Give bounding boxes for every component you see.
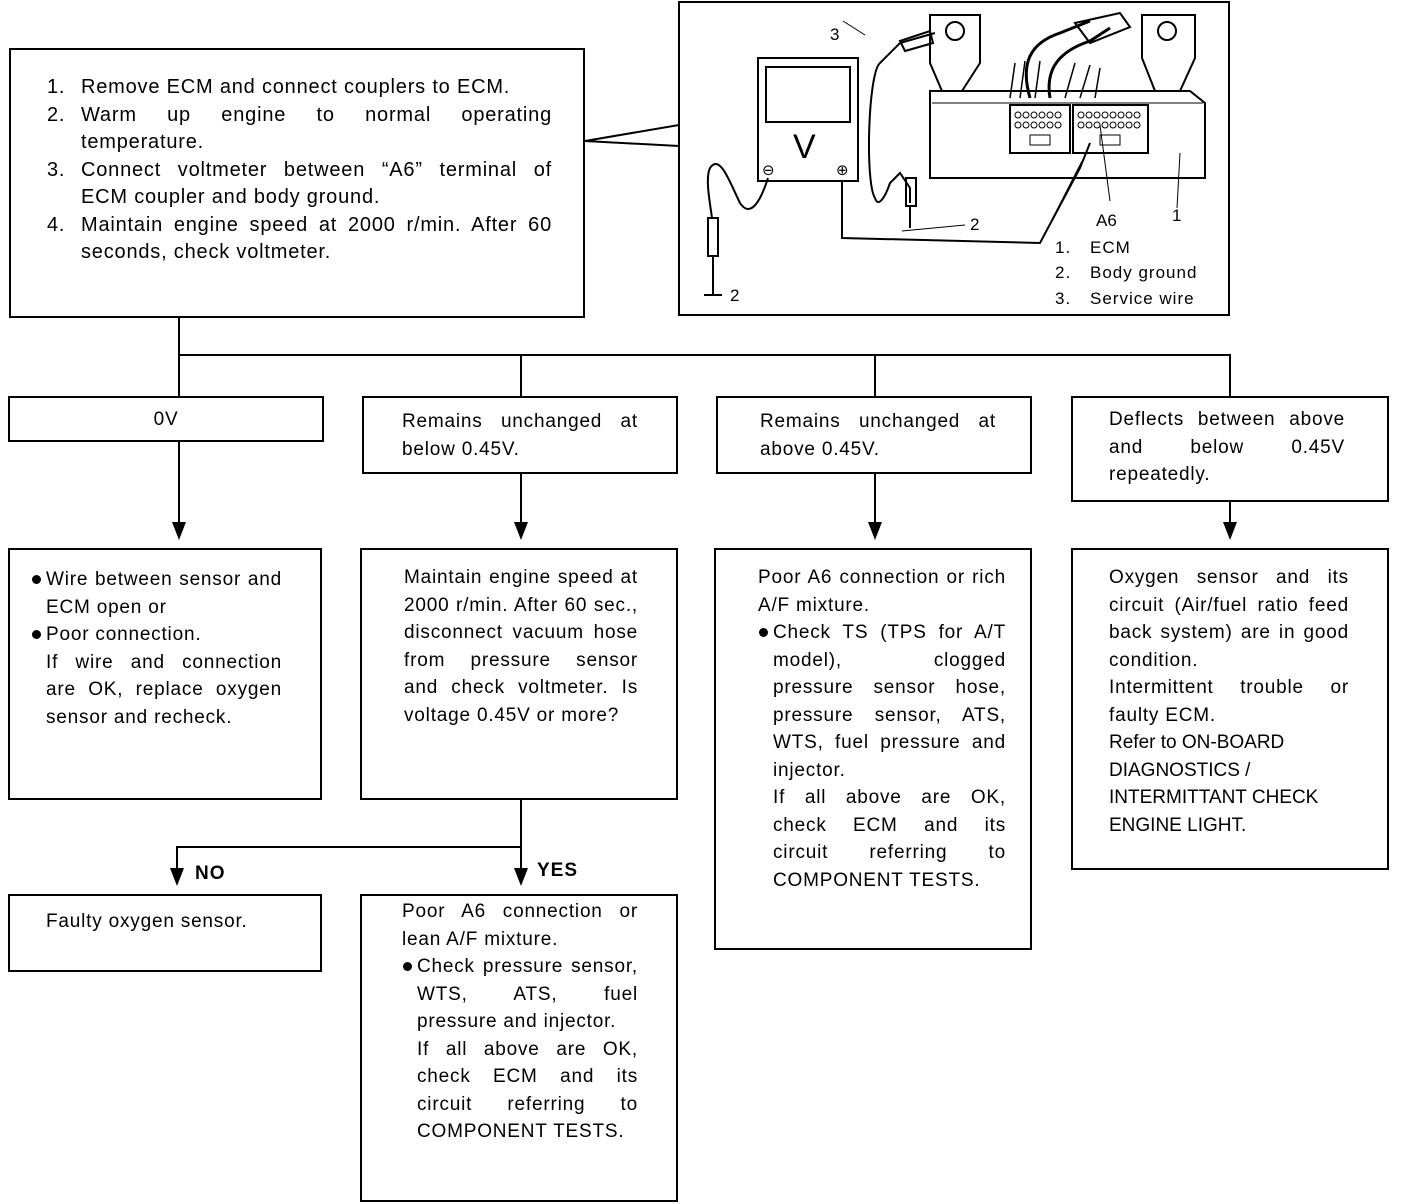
action-box-above: Poor A6 connection or rich A/F mixture. …	[714, 548, 1032, 950]
legend-label-1: ECM	[1090, 238, 1131, 257]
meter-symbol: V	[793, 128, 816, 166]
legend-num-1: 1.	[1055, 238, 1071, 257]
action-below-text: Maintain engine speed at 2000 r/min. Aft…	[404, 567, 638, 726]
arrow-1-head	[172, 522, 186, 540]
procedure-steps: 1.Remove ECM and connect couplers to ECM…	[47, 74, 552, 267]
callout-a6: A6	[1096, 211, 1117, 230]
arrow-1-shaft	[178, 442, 180, 524]
connector-drop-4	[1229, 354, 1231, 397]
no-result-box: Faulty oxygen sensor.	[8, 894, 322, 972]
action-0v-content: Wire between sensor and ECM open or Poor…	[32, 566, 282, 731]
action-above-intro: Poor A6 connection or rich A/F mixture.	[758, 567, 1006, 616]
action-0v-bullet-1: Wire between sensor and ECM open or	[31, 566, 282, 621]
branch-no-shaft	[176, 846, 178, 870]
connector-trunk	[178, 318, 180, 356]
arrow-2-head	[514, 522, 528, 540]
action-0v-bullet-2: Poor connection.	[31, 621, 282, 649]
connector-drop-3	[874, 354, 876, 397]
illustration-box: V ⊖ ⊕ 3 2 2 A6 1 1. ECM 2. Body ground 3…	[678, 1, 1230, 316]
action-0v-note: If wire and connection are OK, replace o…	[46, 651, 282, 728]
branch-no-head	[170, 868, 184, 886]
connector-drop-1	[178, 354, 180, 397]
coupler-b	[1072, 104, 1149, 154]
action-box-below: Maintain engine speed at 2000 r/min. Aft…	[360, 548, 678, 800]
result-below-text: Remains unchanged at below 0.45V.	[402, 411, 638, 460]
action-box-deflects: Oxygen sensor and its circuit (Air/fuel …	[1071, 548, 1389, 870]
legend-num-3: 3.	[1055, 289, 1071, 308]
branch-yes-shaft	[520, 846, 522, 870]
callout-3: 3	[830, 25, 839, 44]
yes-result-bullet: Check pressure sensor, WTS, ATS, fuel pr…	[402, 953, 638, 1036]
yes-result-content: Poor A6 connection or lean A/F mixture. …	[402, 898, 638, 1146]
branch-yes-label: YES	[537, 860, 579, 881]
branch-yes-head	[514, 868, 528, 886]
action-deflects-text2: Intermittent trouble or faulty ECM.	[1109, 677, 1349, 726]
coupler-a	[1009, 104, 1071, 154]
callout-wedge	[584, 124, 680, 147]
action-deflects-content: Oxygen sensor and its circuit (Air/fuel …	[1109, 564, 1349, 839]
action-above-content: Poor A6 connection or rich A/F mixture. …	[758, 564, 1006, 894]
arrow-3-head	[868, 522, 882, 540]
action-deflects-note: Refer to ON-BOARD DIAGNOSTICS / INTERMIT…	[1109, 732, 1319, 836]
branch-no-label: NO	[195, 863, 226, 884]
step-3: 3.Connect voltmeter between “A6” termina…	[47, 158, 552, 209]
branch-horizontal	[176, 846, 522, 848]
plus-terminal-icon: ⊕	[836, 162, 849, 179]
arrow-4-head	[1223, 522, 1237, 540]
procedure-box: 1.Remove ECM and connect couplers to ECM…	[9, 48, 585, 318]
voltmeter	[757, 57, 859, 182]
step-1: 1.Remove ECM and connect couplers to ECM…	[47, 76, 511, 98]
result-box-0v: 0V	[8, 396, 324, 442]
no-result-text: Faulty oxygen sensor.	[46, 911, 248, 932]
result-above-text: Remains unchanged at above 0.45V.	[760, 411, 996, 460]
step-2: 2.Warm up engine to normal operating tem…	[47, 103, 552, 154]
wiring-illustration: V ⊖ ⊕ 3 2 2 A6 1 1. ECM 2. Body ground 3…	[704, 11, 1206, 308]
callout-1: 1	[1172, 206, 1181, 225]
yes-result-note: If all above are OK, check ECM and its c…	[417, 1038, 638, 1143]
ecm-unit	[929, 90, 1206, 179]
connector-horizontal	[178, 354, 1231, 356]
action-deflects-text: Oxygen sensor and its circuit (Air/fuel …	[1109, 567, 1349, 671]
result-box-above: Remains unchanged at above 0.45V.	[716, 396, 1032, 474]
legend-num-2: 2.	[1055, 263, 1071, 282]
result-box-deflects: Deflects between above and below 0.45V r…	[1071, 396, 1389, 502]
arrow-3-shaft	[874, 474, 876, 524]
legend-label-2: Body ground	[1090, 263, 1197, 282]
callout-2-right: 2	[970, 215, 979, 234]
result-deflects-text: Deflects between above and below 0.45V r…	[1109, 409, 1345, 485]
arrow-2-shaft	[520, 474, 522, 524]
yes-result-intro: Poor A6 connection or lean A/F mixture.	[402, 901, 638, 950]
action-above-bullet: Check TS (TPS for A/T model), clogged pr…	[758, 619, 1006, 784]
action-above-note: If all above are OK, check ECM and its c…	[773, 787, 1006, 891]
result-box-below: Remains unchanged at below 0.45V.	[362, 396, 678, 474]
yes-result-box: Poor A6 connection or lean A/F mixture. …	[360, 894, 678, 1202]
action-box-0v: Wire between sensor and ECM open or Poor…	[8, 548, 322, 800]
legend-label-3: Service wire	[1090, 289, 1195, 308]
step-4: 4.Maintain engine speed at 2000 r/min. A…	[47, 213, 552, 264]
result-0v-text: 0V	[153, 409, 179, 430]
callout-2-left: 2	[730, 286, 739, 305]
minus-terminal-icon: ⊖	[762, 162, 775, 179]
branch-stem	[520, 800, 522, 848]
arrow-4-shaft	[1229, 502, 1231, 524]
connector-drop-2	[520, 354, 522, 397]
